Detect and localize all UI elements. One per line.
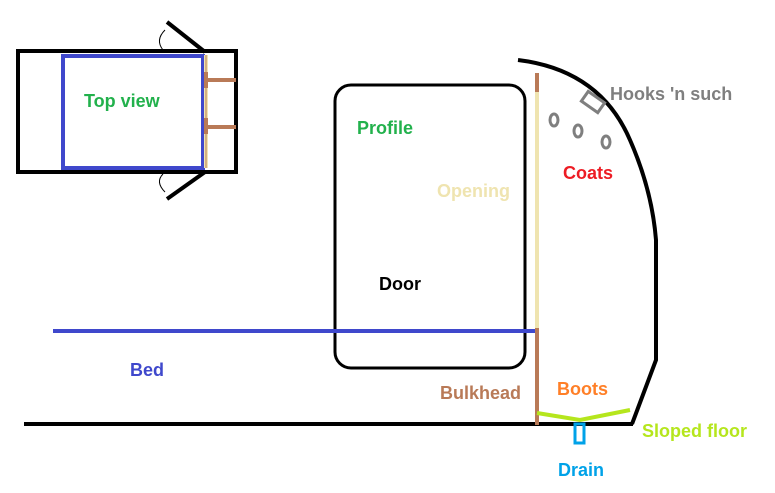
- top-view-door-swing-arc: [159, 173, 166, 193]
- hook-icon: [600, 134, 612, 150]
- drain-icon: [573, 422, 586, 445]
- door-outline: [333, 83, 527, 370]
- hook-rack-icon: [579, 89, 607, 115]
- top-view-door-lower: [165, 170, 207, 201]
- top-view-outer-frame: [16, 49, 238, 174]
- hook-icon: [572, 123, 584, 139]
- drain-label: Drain: [558, 460, 604, 480]
- top-view-label: Top view: [84, 91, 161, 111]
- sloped-floor-label: Sloped floor: [642, 421, 747, 441]
- boots-label: Boots: [557, 379, 608, 399]
- bed-label: Bed: [130, 360, 164, 380]
- door-label: Door: [379, 274, 421, 294]
- coats-label: Coats: [563, 163, 613, 183]
- sloped-floor: [536, 408, 631, 423]
- bulkhead-label: Bulkhead: [440, 383, 521, 403]
- top-view-door-swing-arc: [159, 29, 166, 51]
- top-view-door-upper: [165, 20, 207, 54]
- hook-icon: [548, 112, 560, 128]
- hooks-label: Hooks 'n such: [610, 84, 732, 104]
- profile-label: Profile: [357, 118, 413, 138]
- camper-shell: [517, 58, 658, 425]
- top-view-bed: [61, 54, 205, 170]
- opening-label: Opening: [437, 181, 510, 201]
